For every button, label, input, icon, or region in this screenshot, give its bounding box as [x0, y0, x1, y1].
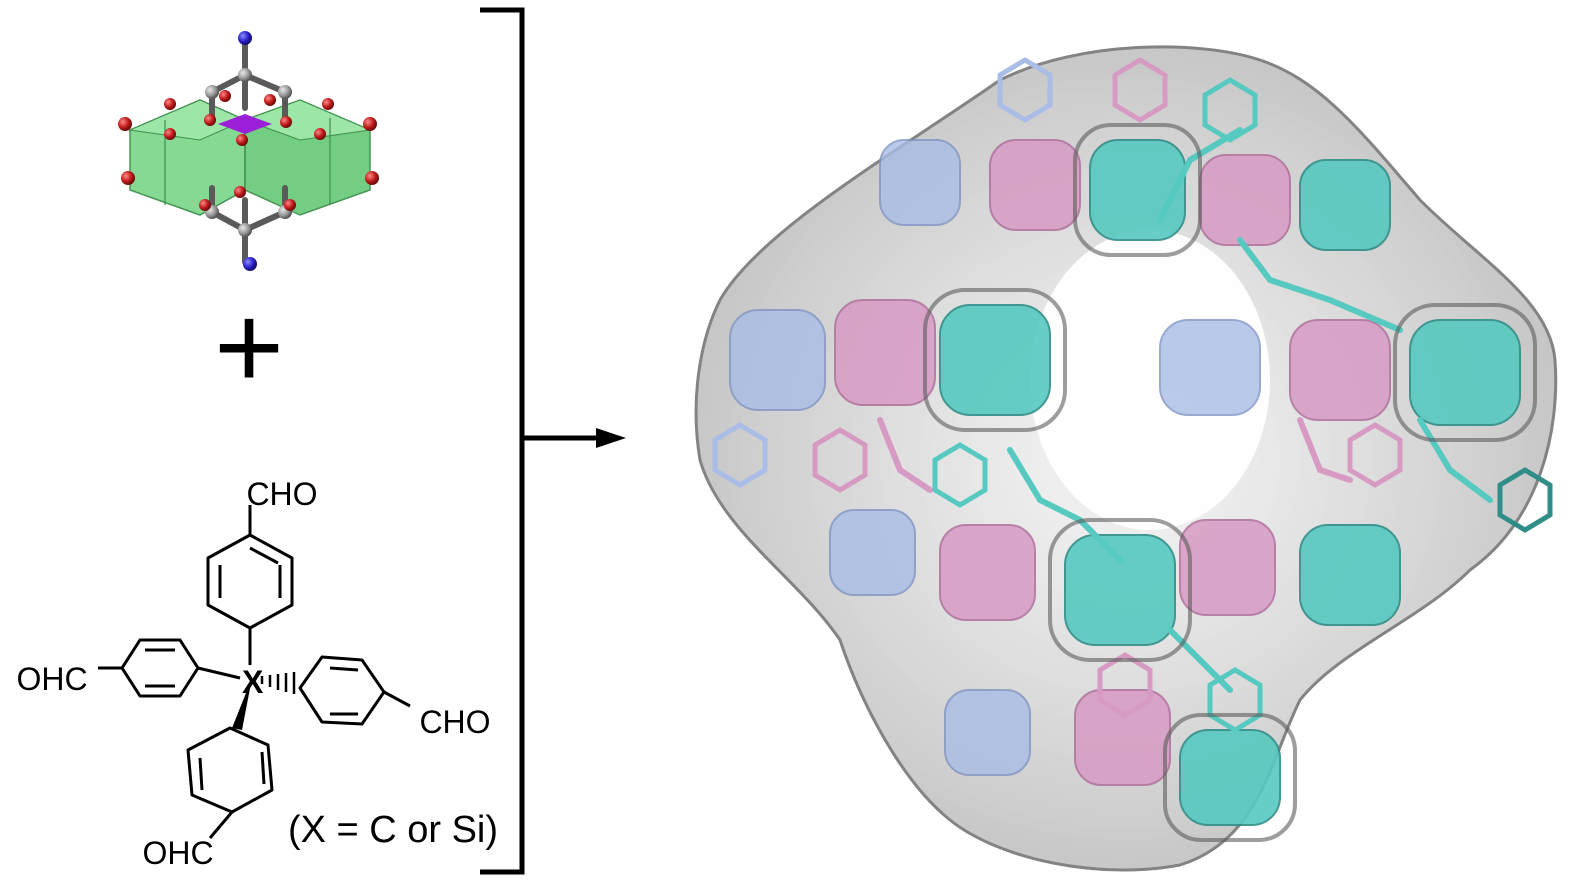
ohc-left-label: OHC: [16, 661, 87, 697]
ohc-bottom-label: OHC: [142, 835, 213, 871]
framework-model-icon: [694, 45, 1558, 872]
right-bracket: [480, 7, 525, 875]
metal-cluster-icon: [118, 31, 379, 271]
plus-sign: +: [214, 280, 284, 414]
hash-bond: [260, 672, 296, 694]
cho-top-label: CHO: [246, 476, 317, 512]
tetra-aldehyde-structure: [98, 505, 411, 839]
cho-right-label: CHO: [419, 704, 490, 740]
center-atom-label: X: [242, 664, 264, 700]
wedge-bond: [232, 678, 252, 730]
arrow-head-icon: [596, 428, 626, 448]
x-definition-note: (X = C or Si): [288, 809, 498, 851]
